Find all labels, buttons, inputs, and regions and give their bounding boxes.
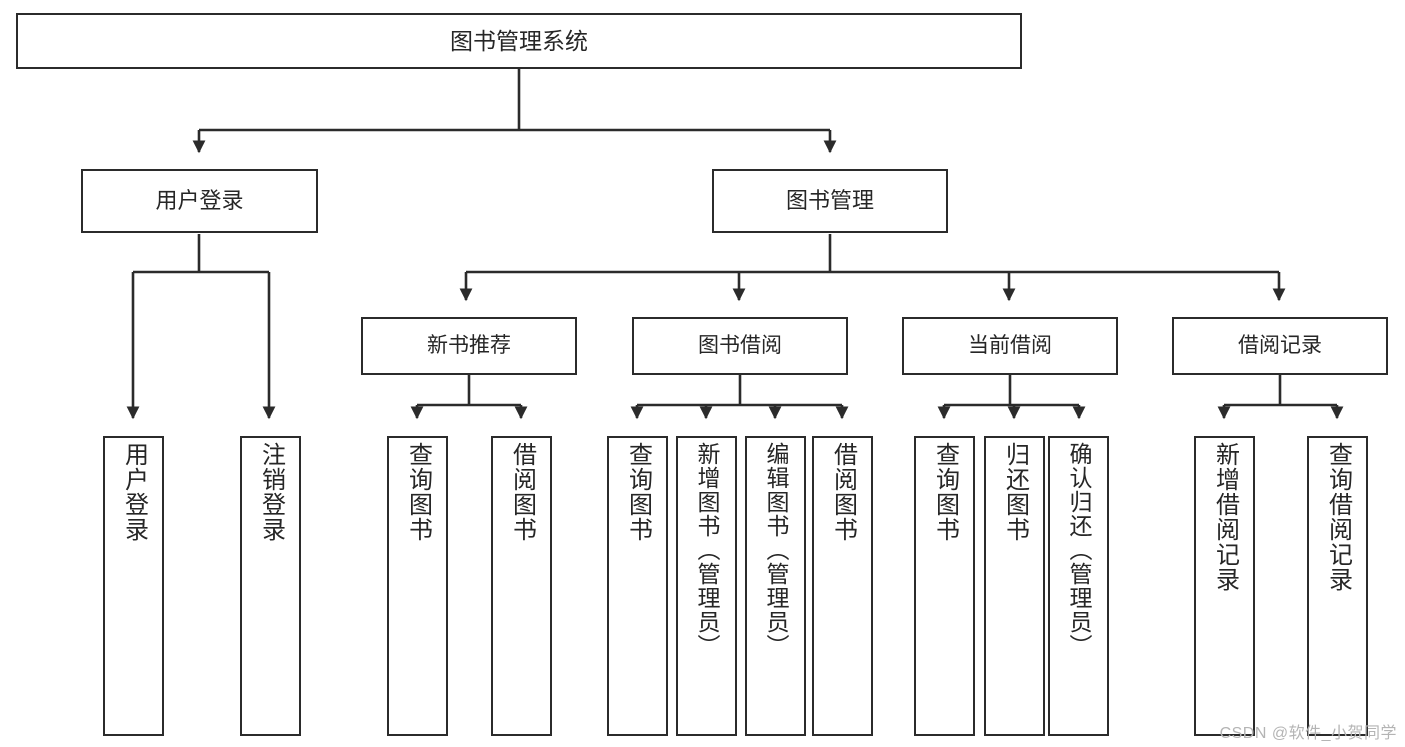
leaf-new-book-borrow[interactable]: 借阅图书 bbox=[491, 436, 552, 736]
leaf-current-return-book[interactable]: 归还图书 bbox=[984, 436, 1045, 736]
node-label: 确认归还（管理员） bbox=[1066, 442, 1092, 658]
leaf-borrow-borrow-book[interactable]: 借阅图书 bbox=[812, 436, 873, 736]
leaf-borrow-add-book-admin[interactable]: 新增图书（管理员） bbox=[676, 436, 737, 736]
node-new-book-recommend[interactable]: 新书推荐 bbox=[361, 317, 577, 375]
node-label: 用户登录 bbox=[155, 188, 244, 214]
leaf-user-login-logout[interactable]: 注销登录 bbox=[240, 436, 301, 736]
leaf-borrow-query-book[interactable]: 查询图书 bbox=[607, 436, 668, 736]
node-label: 查询图书 bbox=[624, 442, 652, 542]
node-label: 查询图书 bbox=[931, 442, 959, 542]
node-label: 借阅记录 bbox=[1238, 333, 1322, 357]
node-book-borrow[interactable]: 图书借阅 bbox=[632, 317, 848, 375]
node-label: 新增图书（管理员） bbox=[694, 442, 720, 658]
node-label: 图书管理 bbox=[785, 188, 874, 214]
node-borrow-record[interactable]: 借阅记录 bbox=[1172, 317, 1388, 375]
node-current-borrow[interactable]: 当前借阅 bbox=[902, 317, 1118, 375]
node-label: 用户登录 bbox=[120, 442, 148, 542]
node-label: 归还图书 bbox=[1001, 442, 1029, 542]
leaf-record-add-record[interactable]: 新增借阅记录 bbox=[1194, 436, 1255, 736]
node-label: 新书推荐 bbox=[427, 333, 511, 357]
node-label: 借阅图书 bbox=[508, 442, 536, 542]
node-root-book-management-system[interactable]: 图书管理系统 bbox=[16, 13, 1022, 69]
node-label: 借阅图书 bbox=[829, 442, 857, 542]
node-label: 图书借阅 bbox=[698, 333, 782, 357]
node-user-login[interactable]: 用户登录 bbox=[81, 169, 318, 233]
node-label: 查询图书 bbox=[404, 442, 432, 542]
leaf-borrow-edit-book-admin[interactable]: 编辑图书（管理员） bbox=[745, 436, 806, 736]
leaf-user-login-login[interactable]: 用户登录 bbox=[103, 436, 164, 736]
node-label: 注销登录 bbox=[257, 442, 285, 542]
leaf-current-confirm-return-admin[interactable]: 确认归还（管理员） bbox=[1048, 436, 1109, 736]
node-label: 查询借阅记录 bbox=[1324, 442, 1352, 592]
node-label: 编辑图书（管理员） bbox=[763, 442, 789, 658]
leaf-record-query-record[interactable]: 查询借阅记录 bbox=[1307, 436, 1368, 736]
node-book-management[interactable]: 图书管理 bbox=[712, 169, 948, 233]
leaf-current-query-book[interactable]: 查询图书 bbox=[914, 436, 975, 736]
node-label: 当前借阅 bbox=[968, 333, 1052, 357]
node-label: 图书管理系统 bbox=[450, 27, 588, 54]
leaf-new-book-query[interactable]: 查询图书 bbox=[387, 436, 448, 736]
node-label: 新增借阅记录 bbox=[1211, 442, 1239, 592]
